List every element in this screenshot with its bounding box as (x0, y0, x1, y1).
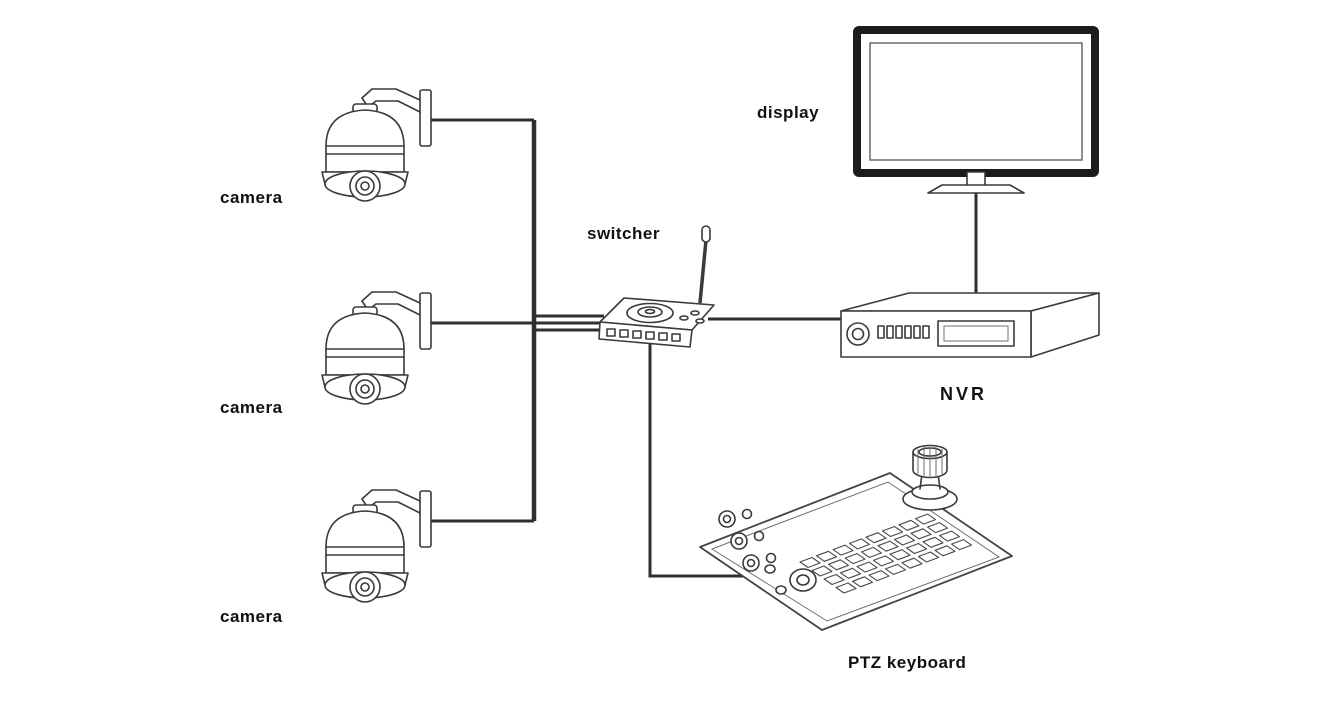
label-ptz-keyboard: PTZ keyboard (848, 653, 966, 672)
switcher-port (606, 328, 616, 337)
label-nvr: NVR (940, 384, 987, 404)
keyboard-panel-inner-edge (710, 481, 1001, 622)
label-camera-2: camera (220, 398, 283, 417)
diagram-labels: camera camera camera switcher display NV… (220, 103, 987, 672)
label-switcher: switcher (587, 224, 660, 243)
switcher-button (695, 318, 705, 324)
switcher-port (645, 331, 655, 340)
monitor-screen (869, 42, 1083, 161)
nvr-front-panel (937, 320, 1015, 347)
keyboard-knobs (718, 508, 777, 572)
label-camera-1: camera (220, 188, 283, 207)
camera-2-icon (321, 291, 432, 405)
wire-switcher-to-keyboard (648, 342, 748, 578)
camera-3-icon (321, 489, 432, 603)
ptz-keyboard-icon (699, 444, 1013, 631)
monitor-stand-base (927, 184, 1025, 194)
switcher-port (632, 330, 642, 339)
nvr-icon (840, 292, 1100, 358)
switcher-antenna (698, 239, 708, 304)
keyboard-joystick-icon (902, 444, 958, 511)
switcher-port (658, 332, 668, 341)
switcher-port (671, 333, 681, 342)
keyboard-panel (699, 472, 1013, 631)
connection-lines (431, 118, 978, 578)
keyboard-jog-dial (764, 564, 817, 595)
switcher-button (690, 310, 700, 316)
monitor-neck (966, 171, 986, 187)
switcher-button (679, 315, 689, 321)
switcher-antenna-tip (701, 225, 711, 243)
switcher-port (619, 329, 629, 338)
display-monitor-icon (853, 26, 1099, 194)
camera-1-icon (321, 88, 432, 202)
switcher-icon (598, 225, 715, 348)
label-display: display (757, 103, 819, 122)
label-camera-3: camera (220, 607, 283, 626)
